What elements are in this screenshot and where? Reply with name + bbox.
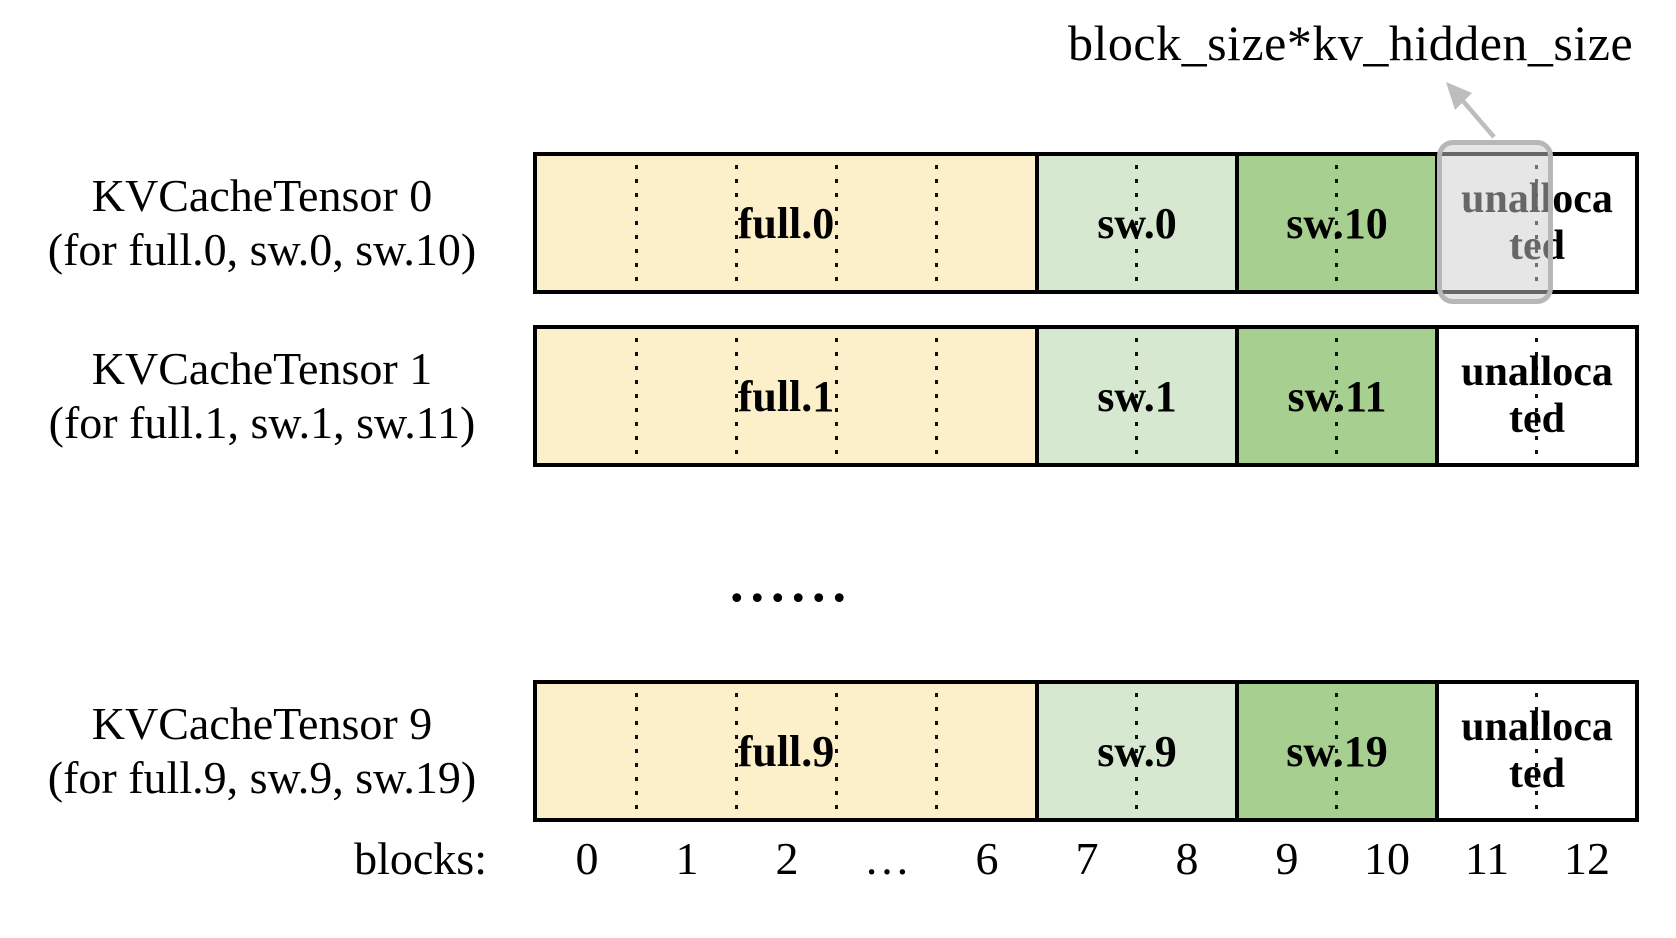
segment-full-9: full.9 xyxy=(537,684,1035,818)
blocks-axis-label: blocks: xyxy=(354,833,487,884)
row-label-tensor-0: KVCacheTensor 0 (for full.0, sw.0, sw.10… xyxy=(6,152,518,294)
axis-tick-1: 1 xyxy=(675,833,699,884)
segment-sw-0: sw.0 xyxy=(1035,156,1235,290)
block-size-highlight xyxy=(1437,140,1553,304)
axis-tick-0: 0 xyxy=(575,833,599,884)
axis-tick-9: 9 xyxy=(1275,833,1299,884)
segment-sw-1: sw.1 xyxy=(1035,329,1235,463)
blocks-axis-ticks: 0 1 2 … 6 7 8 9 10 11 12 xyxy=(537,836,1637,882)
segment-label: sw.1 xyxy=(1097,371,1177,421)
row-title: KVCacheTensor 1 xyxy=(91,342,433,394)
axis-tick-2: 2 xyxy=(775,833,799,884)
arrow-shaft xyxy=(1461,99,1496,139)
axis-tick-12: 12 xyxy=(1564,833,1610,884)
row-label-tensor-9: KVCacheTensor 9 (for full.9, sw.9, sw.19… xyxy=(6,680,518,822)
row-title: KVCacheTensor 9 xyxy=(91,697,433,749)
axis-tick-11: 11 xyxy=(1464,833,1510,884)
segment-label: sw.0 xyxy=(1097,198,1177,248)
axis-tick-dots: … xyxy=(864,833,910,884)
row-title: KVCacheTensor 0 xyxy=(91,169,433,221)
segment-full-1: full.1 xyxy=(537,329,1035,463)
block-size-annotation: block_size*kv_hidden_size xyxy=(1068,15,1634,71)
segment-label: sw.9 xyxy=(1097,726,1177,776)
segment-label: full.0 xyxy=(737,198,835,248)
axis-tick-7: 7 xyxy=(1075,833,1099,884)
segment-sw-10: sw.10 xyxy=(1235,156,1435,290)
segment-sw-9: sw.9 xyxy=(1035,684,1235,818)
segment-label: sw.19 xyxy=(1286,726,1388,776)
segment-unallocated: unallocated xyxy=(1435,329,1635,463)
axis-tick-8: 8 xyxy=(1175,833,1199,884)
arrow-head xyxy=(1446,82,1472,110)
tensor-bar-9: full.9 sw.9 sw.19 unallocated xyxy=(533,680,1639,822)
segment-unallocated: unallocated xyxy=(1435,684,1635,818)
segment-sw-11: sw.11 xyxy=(1235,329,1435,463)
row-label-tensor-1: KVCacheTensor 1 (for full.1, sw.1, sw.11… xyxy=(6,325,518,467)
row-subtitle: (for full.9, sw.9, sw.19) xyxy=(47,752,477,803)
axis-tick-10: 10 xyxy=(1364,833,1410,884)
segment-label: sw.10 xyxy=(1286,198,1388,248)
segment-sw-19: sw.19 xyxy=(1235,684,1435,818)
row-subtitle: (for full.1, sw.1, sw.11) xyxy=(48,397,476,448)
tensor-bar-1: full.1 sw.1 sw.11 unallocated xyxy=(533,325,1639,467)
ellipsis-dots: ...... xyxy=(730,553,853,613)
axis-tick-6: 6 xyxy=(975,833,999,884)
row-subtitle: (for full.0, sw.0, sw.10) xyxy=(47,224,477,275)
segment-label: full.1 xyxy=(737,371,835,421)
segment-full-0: full.0 xyxy=(537,156,1035,290)
segment-label: sw.11 xyxy=(1287,371,1387,421)
segment-label: full.9 xyxy=(737,726,835,776)
